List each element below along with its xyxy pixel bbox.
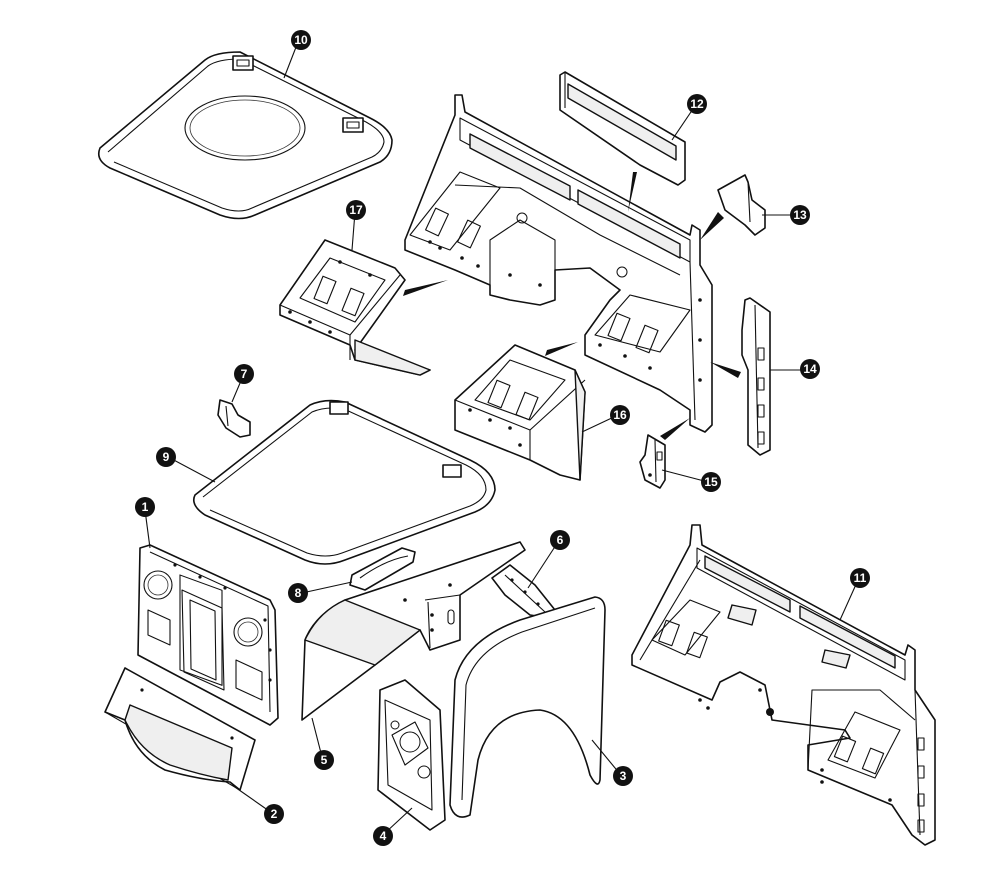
leader-15 <box>661 469 709 483</box>
leader-6 <box>527 541 559 589</box>
leader-8 <box>301 581 353 594</box>
svg-text:2: 2 <box>271 807 278 821</box>
front-panel <box>137 544 279 726</box>
leader-2 <box>231 784 273 814</box>
leader-11 <box>839 579 859 621</box>
svg-text:11: 11 <box>854 571 867 585</box>
footwell-box-right <box>454 344 586 481</box>
svg-text:5: 5 <box>321 753 328 767</box>
leader-3 <box>591 739 621 775</box>
arrow-12-to-bulkhead <box>628 172 637 212</box>
bulkhead-assembly <box>631 524 936 846</box>
footwell-bracket <box>639 434 666 489</box>
inner-wing-valance <box>301 541 526 721</box>
callout-3: 3 <box>613 766 633 786</box>
svg-text:6: 6 <box>557 533 564 547</box>
arrow-14-to-bulkhead <box>710 362 741 378</box>
callout-14: 14 <box>800 359 820 379</box>
svg-text:13: 13 <box>793 208 807 222</box>
leader-16 <box>581 415 617 433</box>
svg-text:1: 1 <box>142 500 149 514</box>
svg-text:8: 8 <box>295 586 302 600</box>
svg-text:17: 17 <box>349 203 363 217</box>
a-pillar <box>741 297 771 456</box>
leader-5 <box>311 717 323 758</box>
callout-10: 10 <box>291 30 311 50</box>
leader-9 <box>169 457 216 483</box>
callout-6: 6 <box>550 530 570 550</box>
footwell-box-left <box>279 239 431 376</box>
svg-text:14: 14 <box>803 362 817 376</box>
bulkhead-top-rail <box>559 71 686 186</box>
callout-13: 13 <box>790 205 810 225</box>
callout-4: 4 <box>373 826 393 846</box>
arrow-15-to-bulkhead <box>660 418 690 440</box>
front-apron <box>104 667 256 791</box>
svg-text:4: 4 <box>380 829 387 843</box>
arrow-16-to-bulkhead <box>545 342 578 356</box>
bonnet <box>192 399 496 565</box>
outer-wing-panel <box>449 596 606 818</box>
arrow-17-to-bulkhead <box>403 280 448 296</box>
bulkhead-main <box>404 94 713 433</box>
callout-12: 12 <box>687 94 707 114</box>
svg-text:10: 10 <box>294 33 308 47</box>
bonnet-handle <box>349 547 416 591</box>
callout-17: 17 <box>346 200 366 220</box>
corner-bracket <box>717 174 766 236</box>
svg-text:15: 15 <box>704 475 718 489</box>
svg-text:3: 3 <box>620 769 627 783</box>
callout-15: 15 <box>701 472 721 492</box>
spare-wheel-bonnet <box>97 51 393 220</box>
callout-11: 11 <box>850 568 870 588</box>
callout-5: 5 <box>314 750 334 770</box>
svg-text:12: 12 <box>690 97 704 111</box>
hinge-bracket <box>217 399 251 438</box>
wing-inner-side-panel <box>377 679 446 831</box>
callout-8: 8 <box>288 583 308 603</box>
callout-2: 2 <box>264 804 284 824</box>
wing-bracket <box>491 564 556 619</box>
svg-text:7: 7 <box>241 367 248 381</box>
callout-9: 9 <box>156 447 176 467</box>
explosion-arrows <box>403 172 741 440</box>
callout-1: 1 <box>135 497 155 517</box>
svg-text:9: 9 <box>163 450 170 464</box>
callout-7: 7 <box>234 364 254 384</box>
arrow-13-to-bulkhead <box>700 212 724 240</box>
callout-16: 16 <box>610 405 630 425</box>
svg-text:16: 16 <box>613 408 627 422</box>
